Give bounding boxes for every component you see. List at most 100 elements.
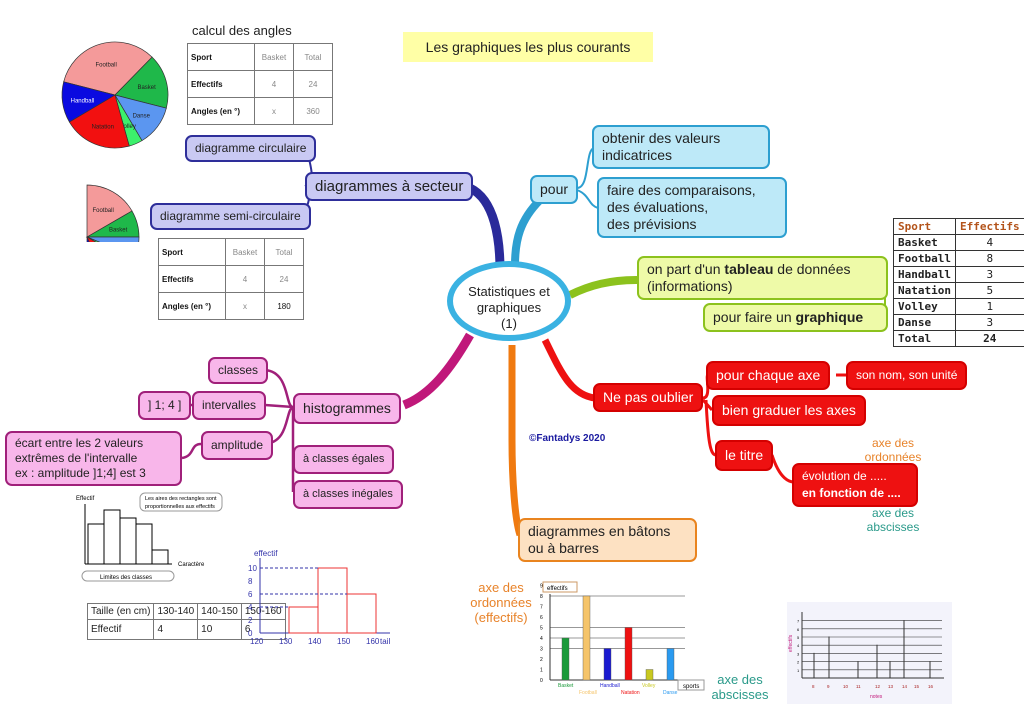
bar xyxy=(582,595,591,681)
node-graphique[interactable]: pour faire un graphique xyxy=(703,303,888,332)
x-tick-label: Basket xyxy=(558,683,574,689)
node-valeurs-indicatrices[interactable]: obtenir des valeurs indicatrices xyxy=(592,125,770,169)
y-tick-label: 4 xyxy=(248,603,253,612)
bar xyxy=(645,669,654,681)
node-diagramme-semi-circulaire[interactable]: diagramme semi-circulaire xyxy=(150,203,311,230)
histo-rect xyxy=(135,523,153,565)
y-tick-label: 1 xyxy=(797,668,800,673)
node-text: faire des comparaisons, xyxy=(607,182,756,198)
y-tick-label: 0 xyxy=(248,629,253,638)
y-tick-label: 5 xyxy=(797,635,800,640)
x-tick-label: 10 xyxy=(843,684,849,689)
node-classes[interactable]: classes xyxy=(208,357,269,384)
node-pour-chaque-axe[interactable]: pour chaque axe xyxy=(706,361,831,390)
schema-bubble: Les aires des rectangles sont xyxy=(145,496,217,502)
histogram-bar xyxy=(317,567,348,634)
center-line: Statistiques et xyxy=(468,284,550,299)
x-tick-label: 160 xyxy=(366,637,380,646)
y-tick-label: 6 xyxy=(797,627,800,632)
x-axis-label-box xyxy=(677,679,705,691)
y-tick-label: 3 xyxy=(797,651,800,656)
y-tick-label: 5 xyxy=(540,626,543,632)
x-axis-label: notes xyxy=(870,694,883,700)
histo-rect xyxy=(151,549,169,565)
label-axe-ordonnees: axe des ordonnées xyxy=(864,436,922,464)
node-text: des évaluations, xyxy=(607,199,709,215)
histo-rect xyxy=(87,523,105,565)
histogram-bar xyxy=(288,606,319,634)
x-tick-label: 14 xyxy=(902,684,908,689)
schema-limits: Limites des classes xyxy=(100,575,152,581)
pie-slice xyxy=(86,184,133,238)
y-axis-label: effectif xyxy=(254,549,278,558)
node-diagramme-circulaire[interactable]: diagramme circulaire xyxy=(185,135,317,162)
histogram-bar xyxy=(346,593,377,634)
x-tick-label: 9 xyxy=(827,684,830,689)
y-tick-label: 6 xyxy=(248,590,253,599)
pie-label: Handball xyxy=(71,99,95,105)
y-tick-label: 6 xyxy=(540,615,543,621)
node-intervalles[interactable]: intervalles xyxy=(192,391,267,420)
node-nom-unite[interactable]: son nom, son unité xyxy=(846,361,968,390)
y-tick-label: 2 xyxy=(540,657,543,663)
x-tick-label: Football xyxy=(579,690,597,696)
bar xyxy=(603,648,612,681)
x-tick-label: Danse xyxy=(663,690,678,696)
central-topic[interactable]: Statistiques et graphiques (1) xyxy=(447,261,571,341)
node-text: obtenir des valeurs indicatrices xyxy=(602,130,721,163)
node-tableau[interactable]: on part d'un tableau de données (informa… xyxy=(637,256,888,300)
node-classes-inegales[interactable]: à classes inégales xyxy=(293,480,403,509)
node-ne-pas-oublier[interactable]: Ne pas oublier xyxy=(593,383,704,412)
y-tick-label: 10 xyxy=(248,564,257,573)
x-tick-label: Handball xyxy=(600,683,620,689)
histogram-chart: effectif0246810120130140150160taille (cm… xyxy=(248,549,390,646)
node-histogrammes[interactable]: histogrammes xyxy=(293,393,401,424)
schema-xlabel: Caractère xyxy=(178,562,205,568)
node-diagrammes-secteur[interactable]: diagrammes à secteur xyxy=(305,172,474,201)
node-evolution[interactable]: évolution de .....en fonction de .... xyxy=(792,463,918,507)
y-tick-label: 4 xyxy=(797,643,800,648)
histogram-schema: Effectif Caractère Limites des classes L… xyxy=(76,492,223,582)
bar xyxy=(666,648,675,681)
x-axis-label: sports xyxy=(683,684,699,690)
histo-rect xyxy=(103,509,121,565)
pie-slice xyxy=(61,81,116,123)
y-axis-label: effectifs xyxy=(788,634,794,652)
pie-label: Football xyxy=(95,62,116,68)
x-axis-label: taille (cm) xyxy=(380,637,390,646)
center-line: graphiques xyxy=(476,300,542,315)
pie-slice xyxy=(86,236,140,242)
schema-bubble: proportionnelles aux effectifs xyxy=(145,504,215,510)
node-le-titre[interactable]: le titre xyxy=(715,440,774,471)
node-comparaisons[interactable]: faire des comparaisons,des évaluations,d… xyxy=(597,177,787,238)
copyright: ©Fantadys 2020 xyxy=(529,433,606,444)
bar-chart-sports: effectifs0123456789sportsBasketFootballH… xyxy=(540,581,705,696)
label-axe-abscisses: axe des abscisses xyxy=(866,506,920,534)
page-title: Les graphiques les plus courants xyxy=(403,32,653,62)
node-intervalle-exemple[interactable]: ] 1; 4 ] xyxy=(138,391,192,420)
node-classes-egales[interactable]: à classes égales xyxy=(293,445,395,474)
x-tick-label: Volley xyxy=(642,683,656,689)
x-tick-label: Natation xyxy=(621,690,640,696)
x-tick-label: 130 xyxy=(279,637,293,646)
pie-slice xyxy=(68,94,130,149)
x-tick-label: 120 xyxy=(250,637,264,646)
pie-slice xyxy=(114,56,169,109)
x-tick-label: 13 xyxy=(888,684,894,689)
node-amplitude[interactable]: amplitude xyxy=(201,431,274,460)
y-tick-label: 2 xyxy=(797,660,800,665)
pie-slice xyxy=(86,236,90,242)
node-graduer-axes[interactable]: bien graduer les axes xyxy=(712,395,866,426)
y-tick-label: 7 xyxy=(797,619,800,624)
y-tick-label: 4 xyxy=(540,636,543,642)
node-pour[interactable]: pour xyxy=(530,175,579,204)
